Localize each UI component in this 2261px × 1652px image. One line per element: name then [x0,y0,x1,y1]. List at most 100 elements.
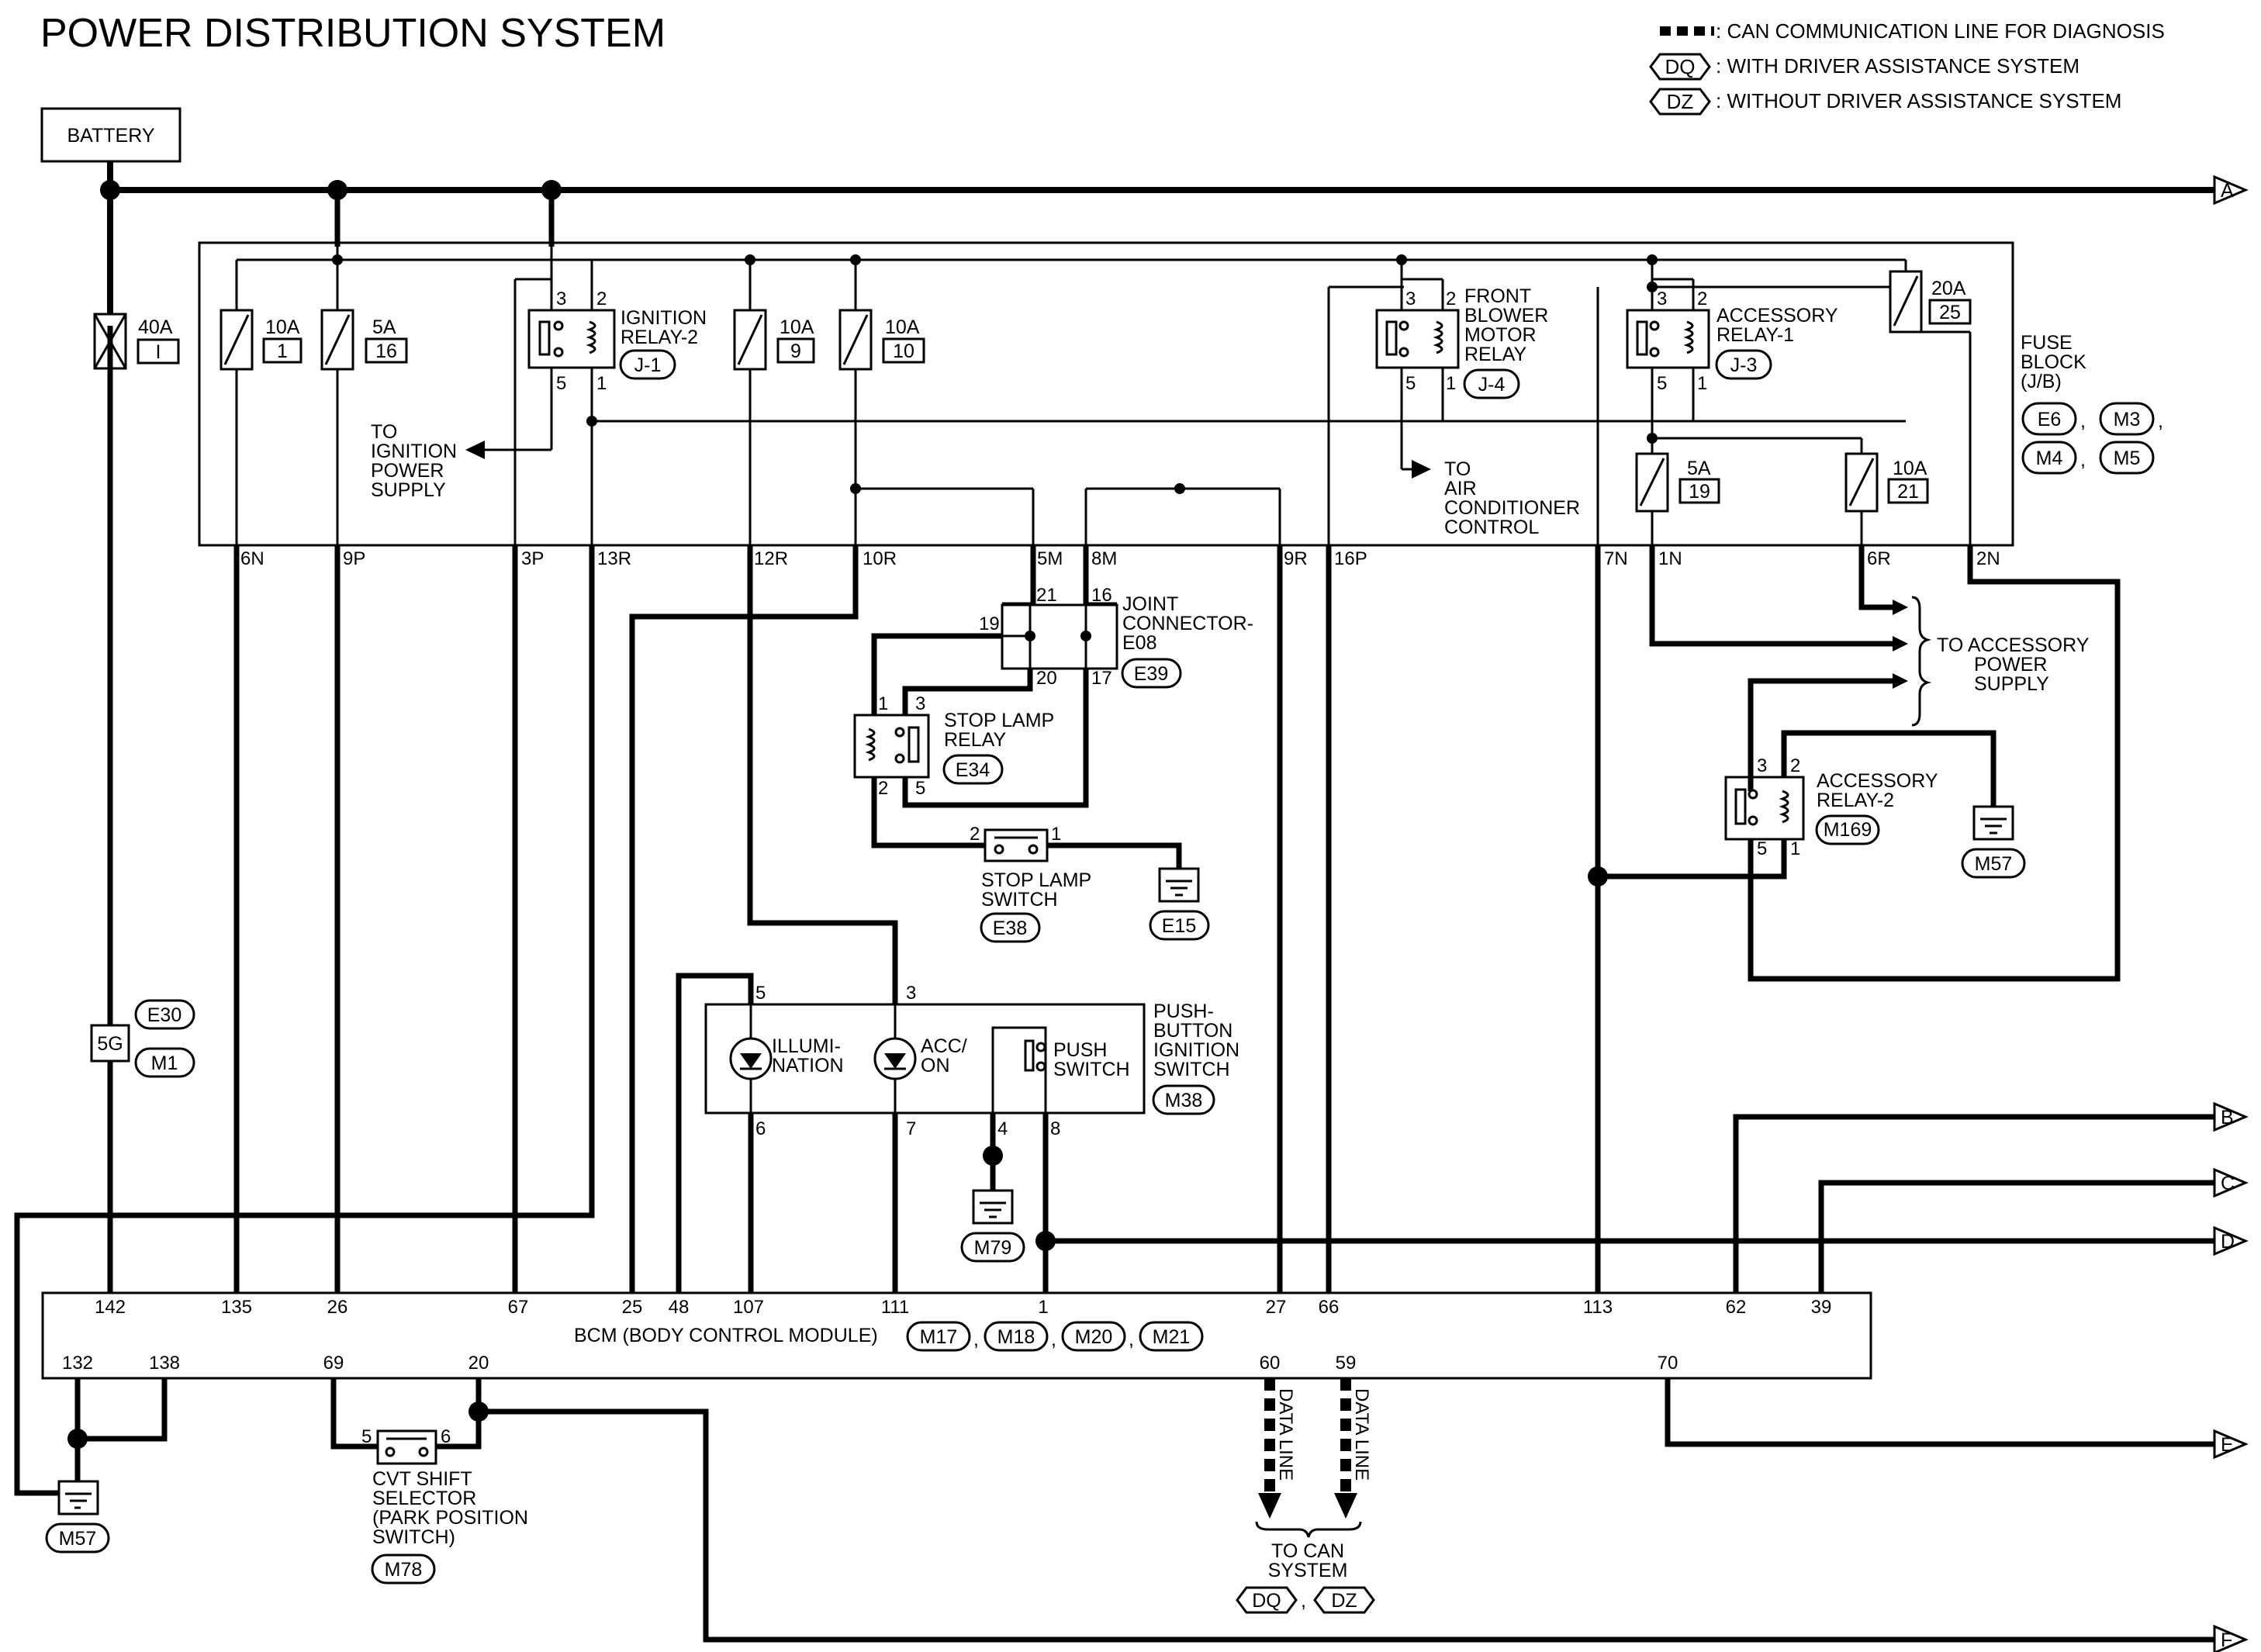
fb-pin: 9P [343,548,365,569]
arrow-a-label: A [2221,180,2234,202]
diode [740,1053,762,1069]
fuse-num: I [156,341,161,363]
fb-pin: 16P [1334,548,1367,569]
wire-to-b [1733,1114,2214,1293]
wire-acc2-ground [1781,730,1997,807]
blower-relay-id-text: J-4 [1478,374,1506,396]
relay-terminal [1748,789,1758,800]
arrow-c [2213,1167,2249,1198]
relay-coil [1683,320,1694,354]
fuse-amp: 10A [885,316,920,338]
stop-switch-name-2: SWITCH [981,889,1058,911]
fuse-num: 10 [893,340,914,362]
ground-m57-bcm [57,1480,99,1515]
pin: 5 [361,1426,372,1447]
fuse-num: 19 [1689,481,1710,503]
fuse-block-conn-e6-text: E6 [2038,409,2062,430]
pin: 20 [1036,668,1057,689]
push-switch-1: PUSH [1053,1039,1107,1061]
arrow-down [1258,1493,1281,1519]
bcm-pin: 66 [1319,1297,1340,1318]
acc-on-2: ON [921,1055,950,1077]
fb-pin: 13R [597,548,631,569]
ground-m57-bcm-text: M57 [59,1528,97,1550]
bcm-conn-m20-text: M20 [1075,1326,1113,1348]
junction [850,483,861,494]
bcm-pin: 69 [323,1353,344,1374]
bcm-conn-m20 [1061,1321,1126,1352]
ignition-relay-id [619,349,676,380]
arrow-right [1412,460,1431,479]
fuse-num: 16 [375,340,397,362]
pin: 2 [878,778,888,799]
to-ignition-1: TO [371,421,397,443]
bcm-pin: 132 [62,1353,93,1374]
fb-pin: 5M [1037,548,1063,569]
dq-tag-text: DQ [1665,55,1696,78]
bcm-conn-m18-text: M18 [997,1326,1035,1348]
wire-2n [1748,545,2121,982]
cvt-name-2: SELECTOR [372,1488,476,1509]
cvt-id [371,1554,436,1585]
acc-relay2-name-1: ACCESSORY [1817,770,1938,792]
pin: 3 [906,983,916,1004]
arrow-f-label: F [2221,1630,2232,1651]
ground-m57-bcm-id [45,1522,110,1554]
to-accessory-2: POWER [1974,654,2047,676]
fuse-num: 25 [1939,302,1961,323]
junction [1588,866,1608,886]
switch-terminal [994,844,1004,855]
fuse-block-label-2: BLOCK [2021,351,2086,373]
joint-id [1121,658,1182,689]
fuse-mark [324,314,351,365]
relay-contact [538,320,551,356]
sep: , [973,1329,979,1350]
stop-switch-id-text: E38 [993,918,1027,939]
bcm-conn-m17 [906,1321,971,1352]
pin: 2 [1790,755,1800,776]
bcm-name: BCM (BODY CONTROL MODULE) [574,1325,878,1346]
switch-terminal [1035,1042,1046,1052]
dq-tag [1649,53,1711,81]
relay-contact [1385,320,1398,356]
fuse-num-box [1678,478,1720,504]
arrow-down [1334,1493,1357,1519]
junction [100,180,120,200]
acc-relay1-id-text: J-3 [1730,354,1758,376]
fuse-num: 1 [277,340,288,362]
switch-terminal [418,1446,429,1457]
fuse-num: 21 [1897,481,1919,503]
arrow-right [1893,600,1908,615]
stop-relay-id [942,754,1004,785]
relay-terminal [1398,320,1409,331]
wire-to-f [479,1408,2214,1643]
ground-e15-text: E15 [1162,915,1196,937]
junction [983,1146,1003,1166]
wire-to-e [1665,1378,2214,1447]
push-button-box [704,1003,1146,1115]
legend-dq-text: : WITH DRIVER ASSISTANCE SYSTEM [1716,54,2079,78]
push-button-name-1: PUSH- [1153,1001,1214,1022]
bcm-conn-m17-text: M17 [920,1326,958,1348]
fuse-amp: 20A [1931,278,1966,299]
ground-m79 [972,1189,1014,1225]
fb-pin: 7N [1604,548,1628,569]
stop-relay-name-2: RELAY [944,729,1006,751]
acc-relay1-name-2: RELAY-1 [1716,324,1794,346]
relay-terminal [1398,347,1409,358]
wire-ground-bcm [74,1378,168,1442]
inline-id-e30-text: E30 [147,1004,182,1026]
pin: 21 [1036,585,1057,606]
bcm-pin: 113 [1583,1297,1613,1318]
ground-m57-acc-id [1961,848,2026,879]
arrow-d [2213,1225,2249,1256]
bcm-pin: 1 [1038,1297,1048,1318]
fuse-mark [1639,458,1665,506]
switch-terminal [1035,1061,1046,1072]
pin: 1 [1446,373,1456,394]
to-ac-1: TO [1444,458,1471,480]
to-ac-3: CONDITIONER [1444,497,1580,519]
inline-id-m1-text: M1 [151,1052,178,1074]
ignition-relay-name-2: RELAY-2 [621,327,698,348]
